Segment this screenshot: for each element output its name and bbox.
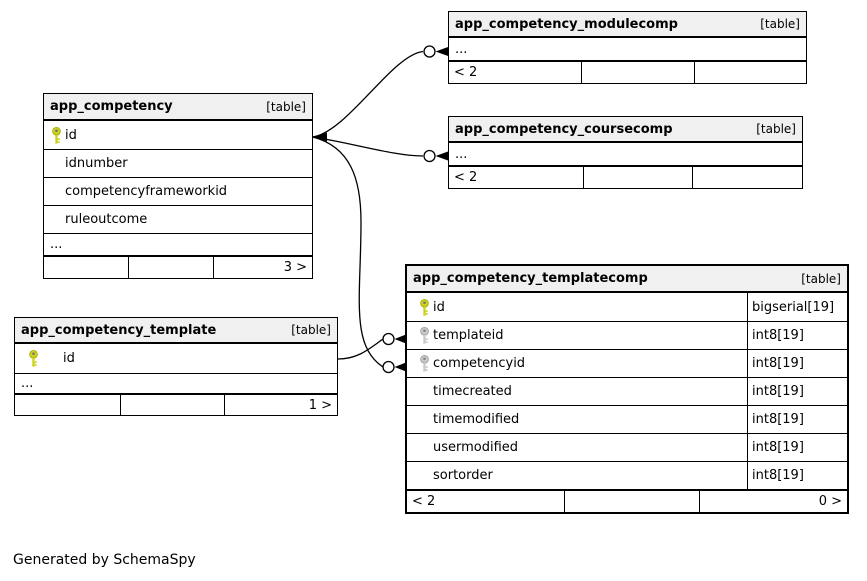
table-footer: < 2 0 >: [407, 489, 847, 512]
column-name: id: [433, 299, 445, 315]
column-row-usermodified: usermodified int8[19]: [407, 433, 847, 461]
collapsed-columns-row: ...: [44, 233, 312, 255]
table-tag: [table]: [291, 323, 331, 337]
table-tag: [table]: [756, 122, 796, 136]
table-tag: [table]: [760, 17, 800, 31]
table-name[interactable]: app_competency_template: [21, 322, 217, 338]
table-app-competency-coursecomp: app_competency_coursecomp [table] ... < …: [448, 116, 803, 189]
column-type: bigserial[19]: [747, 293, 847, 321]
table-name[interactable]: app_competency: [50, 99, 173, 114]
collapsed-columns-row: ...: [455, 41, 468, 57]
foreign-key-icon: [420, 327, 429, 344]
column-row-templateid: templateid int8[19]: [407, 321, 847, 349]
footer-children-count: [692, 167, 802, 188]
table-header: app_competency [table]: [44, 94, 312, 121]
footer-parents-count: < 2: [454, 65, 478, 80]
table-name[interactable]: app_competency_coursecomp: [455, 121, 673, 137]
table-header: app_competency_templatecomp [table]: [407, 266, 847, 293]
foreign-key-icon: [420, 355, 429, 372]
fk-line-competency-coursecomp: [312, 136, 424, 157]
table-tag: [table]: [266, 99, 306, 114]
table-footer: < 2: [449, 60, 806, 83]
column-row-timemodified: timemodified int8[19]: [407, 405, 847, 433]
column-name: idnumber: [65, 156, 128, 171]
primary-key-icon: [420, 298, 429, 316]
footer-children-count: 3 >: [213, 257, 312, 278]
fk-line-template-templatecomp: [337, 338, 384, 360]
table-header: app_competency_modulecomp [table]: [449, 12, 806, 38]
crow-circle-templateid: [382, 332, 395, 346]
primary-key-icon: [52, 126, 61, 144]
table-header: app_competency_coursecomp [table]: [449, 117, 802, 143]
footer-parents-count: [44, 257, 128, 278]
arrowhead-modulecomp: [435, 47, 448, 56]
column-type: int8[19]: [747, 434, 847, 461]
fk-line-competency-modulecomp: [312, 50, 424, 138]
column-row-id: id bigserial[19]: [407, 293, 847, 321]
column-type: int8[19]: [747, 378, 847, 405]
footer-children-count: 1 >: [224, 395, 337, 415]
generated-by-note: Generated by SchemaSpy: [13, 552, 196, 568]
table-footer: < 2: [449, 165, 802, 188]
column-row-idnumber: idnumber: [44, 149, 312, 177]
column-name: usermodified: [433, 440, 519, 455]
column-name: templateid: [433, 328, 504, 343]
arrowhead-coursecomp: [435, 151, 448, 161]
footer-parents-count: [15, 395, 120, 415]
table-footer: 1 >: [15, 393, 337, 415]
column-row-competencyframeworkid: competencyframeworkid: [44, 177, 312, 205]
column-name: timemodified: [433, 412, 520, 427]
column-row-timecreated: timecreated int8[19]: [407, 377, 847, 405]
table-app-competency: app_competency [table] id idnumber compe…: [43, 93, 313, 279]
table-footer: 3 >: [44, 255, 312, 278]
column-name: sortorder: [433, 468, 493, 483]
table-app-competency-modulecomp: app_competency_modulecomp [table] ... < …: [448, 11, 807, 84]
collapsed-columns-row: ...: [15, 373, 337, 393]
column-name: competencyframeworkid: [65, 184, 228, 199]
footer-middle-cell: [128, 257, 213, 278]
column-name: id: [65, 127, 77, 143]
crow-circle-coursecomp: [423, 149, 436, 163]
footer-middle-cell: [581, 62, 694, 83]
column-name: ruleoutcome: [65, 212, 148, 227]
footer-middle-cell: [564, 491, 699, 512]
footer-children-count: [694, 62, 806, 83]
table-name[interactable]: app_competency_templatecomp: [413, 271, 648, 286]
column-row-competencyid: competencyid int8[19]: [407, 349, 847, 377]
column-name: id: [63, 351, 75, 366]
column-type: int8[19]: [747, 462, 847, 489]
footer-middle-cell: [120, 395, 224, 415]
arrowhead-parent-competency-id: [314, 132, 327, 142]
crow-circle-competencyid: [382, 360, 395, 374]
crow-circle-modulecomp: [423, 45, 436, 58]
column-row-sortorder: sortorder int8[19]: [407, 461, 847, 489]
table-name[interactable]: app_competency_modulecomp: [455, 16, 678, 32]
primary-key-icon: [29, 350, 38, 367]
footer-children-count: 0 >: [699, 491, 847, 512]
table-app-competency-templatecomp: app_competency_templatecomp [table] id b…: [405, 264, 849, 514]
footer-parents-count: < 2: [454, 170, 478, 185]
column-type: int8[19]: [747, 322, 847, 349]
column-type: int8[19]: [747, 350, 847, 377]
column-name: timecreated: [433, 384, 512, 399]
table-tag: [table]: [801, 271, 841, 286]
column-row-id: id: [15, 344, 337, 373]
column-name: competencyid: [433, 356, 526, 371]
column-type: int8[19]: [747, 406, 847, 433]
table-header: app_competency_template [table]: [15, 318, 337, 344]
table-app-competency-template: app_competency_template [table] id ... 1…: [14, 317, 338, 416]
footer-middle-cell: [583, 167, 692, 188]
collapsed-columns-row: ...: [455, 146, 468, 162]
footer-parents-count: < 2: [412, 494, 436, 509]
column-row-ruleoutcome: ruleoutcome: [44, 205, 312, 233]
column-row-id: id: [44, 121, 312, 149]
